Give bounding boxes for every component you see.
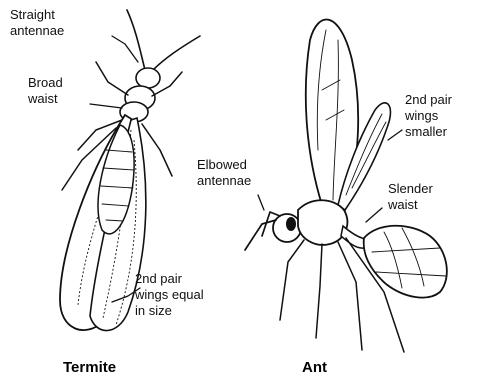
ant-waist-leader xyxy=(366,208,382,222)
termite-antennae-leader xyxy=(112,36,138,62)
termite-title: Termite xyxy=(63,359,116,376)
ant-antennae-label: Elbowed antennae xyxy=(197,157,251,188)
ant-gaster xyxy=(364,226,447,298)
termite-leg xyxy=(96,62,128,95)
termite-antenna-left xyxy=(127,10,145,70)
ant-leg xyxy=(316,244,322,338)
ant-eye xyxy=(286,217,296,231)
ant-wings-label: 2nd pair wings smaller xyxy=(404,92,456,139)
termite-antenna-right xyxy=(153,36,200,70)
termite-waist-leader xyxy=(90,104,122,108)
termite-antennae-label: Straight antennae xyxy=(10,7,64,38)
ant-waist-label: Slender waist xyxy=(387,181,436,212)
termite-head xyxy=(136,68,160,88)
ant-antennae-leader xyxy=(258,195,264,210)
ant-leg xyxy=(280,240,304,320)
termite-waist-label: Broad waist xyxy=(27,75,66,106)
ant-thorax xyxy=(298,200,347,245)
ant-wings-leader xyxy=(388,130,402,140)
ant-title: Ant xyxy=(302,359,327,376)
ant-leg xyxy=(338,242,362,350)
termite-wings-label: 2nd pair wings equal in size xyxy=(134,271,207,318)
ant-antenna xyxy=(245,220,276,250)
termite-leg xyxy=(142,124,172,176)
